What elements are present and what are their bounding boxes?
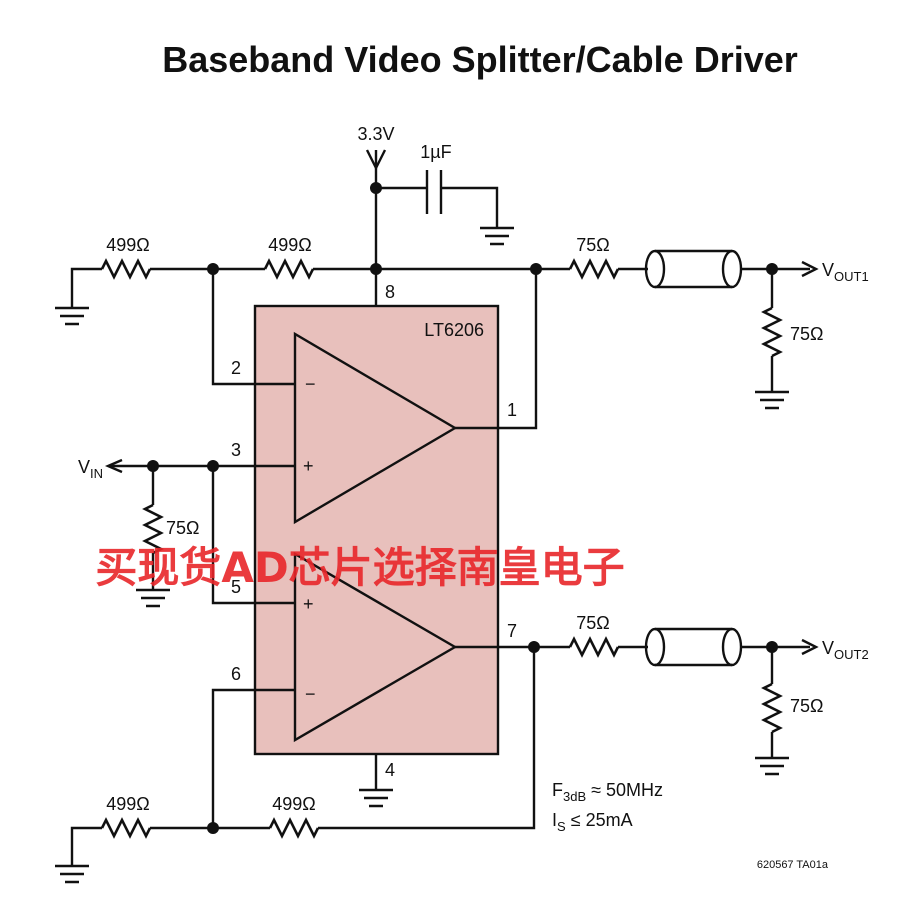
pin-5-label: 5	[231, 577, 241, 597]
wire-pin5	[211, 466, 295, 605]
spec-f3db: F3dB ≈ 50MHz	[552, 780, 663, 804]
coax-cable-1-end-left	[644, 249, 666, 289]
resistor-75-out1-load-label: 75Ω	[790, 324, 823, 344]
chip-label: LT6206	[424, 320, 484, 340]
pin-8-label: 8	[385, 282, 395, 302]
resistor-499-bottom-right	[268, 817, 320, 839]
resistor-75-out2-series	[568, 636, 620, 658]
resistor-75-out1-series-label: 75Ω	[576, 235, 609, 255]
pin-6-label: 6	[231, 664, 241, 684]
pin-7-label: 7	[507, 621, 517, 641]
ground-icon-load2	[755, 756, 789, 776]
pin-2-label: 2	[231, 358, 241, 378]
coax-cable-1-end-right	[721, 249, 743, 289]
resistor-75-out2-load-label: 75Ω	[790, 696, 823, 716]
resistor-75-out1-series	[568, 258, 620, 280]
wire-out1	[455, 269, 538, 430]
figure-title: Baseband Video Splitter/Cable Driver	[162, 39, 798, 80]
ground-icon-input	[136, 588, 170, 608]
resistor-499-bottom-right-label: 499Ω	[272, 794, 316, 814]
coax-cable-2	[655, 627, 732, 667]
wire-pin2	[211, 269, 295, 386]
resistor-499-top-right	[263, 258, 315, 280]
coax-cable-2-end-left	[644, 627, 666, 667]
resistor-499-bottom-left	[100, 817, 152, 839]
opamp-1	[293, 331, 458, 525]
coax-cable-2-end-right	[721, 627, 743, 667]
wire-bottom-feedback	[318, 647, 536, 830]
opamp-2	[293, 551, 458, 743]
resistor-499-top-left	[100, 258, 152, 280]
input-arrow	[104, 458, 123, 474]
vout2-label: VOUT2	[822, 638, 869, 662]
pin-1-label: 1	[507, 400, 517, 420]
capacitor-label: 1µF	[420, 142, 451, 162]
cap-wire-right	[441, 186, 499, 228]
wire-pin6	[211, 688, 295, 828]
pin-3-label: 3	[231, 440, 241, 460]
pin-4-label: 4	[385, 760, 395, 780]
coax-cable-1	[655, 249, 732, 289]
capacitor-1uf	[425, 170, 443, 214]
output2-arrow	[801, 638, 819, 656]
resistor-75-out2-series-label: 75Ω	[576, 613, 609, 633]
junction-bottom-feedback	[207, 822, 219, 834]
ground-wire-top-left	[70, 267, 102, 308]
resistor-75-out2-load	[761, 682, 783, 734]
opamp2-plus-sign: +	[303, 594, 314, 614]
opamp2-minus-sign: −	[305, 684, 316, 704]
resistor-75-input-term	[142, 503, 164, 555]
resistor-75-out1-load	[761, 306, 783, 358]
ground-icon-pin4	[359, 788, 393, 808]
vout1-label: VOUT1	[822, 260, 869, 284]
spec-is: IS ≤ 25mA	[552, 810, 633, 834]
figure-code: 620567 TA01a	[757, 859, 829, 871]
ground-icon-load1	[755, 390, 789, 410]
junction-supply-top	[370, 263, 382, 275]
watermark-text: 买现货AD芯片选择南皇电子	[95, 543, 624, 592]
opamp1-plus-sign: +	[303, 456, 314, 476]
chip-body	[253, 304, 500, 756]
vin-label: VIN	[78, 457, 103, 481]
ground-icon-bottom-left	[55, 864, 89, 884]
ground-wire-bottom-left	[70, 826, 102, 866]
resistor-499-top-right-label: 499Ω	[268, 235, 312, 255]
ground-icon-cap	[480, 226, 514, 246]
supply-label: 3.3V	[357, 124, 394, 144]
opamp1-minus-sign: −	[305, 374, 316, 394]
resistor-75-input-term-label: 75Ω	[166, 518, 199, 538]
resistor-499-bottom-left-label: 499Ω	[106, 794, 150, 814]
resistor-499-top-left-label: 499Ω	[106, 235, 150, 255]
output1-arrow	[801, 260, 819, 278]
ground-icon-top-left	[55, 306, 89, 326]
